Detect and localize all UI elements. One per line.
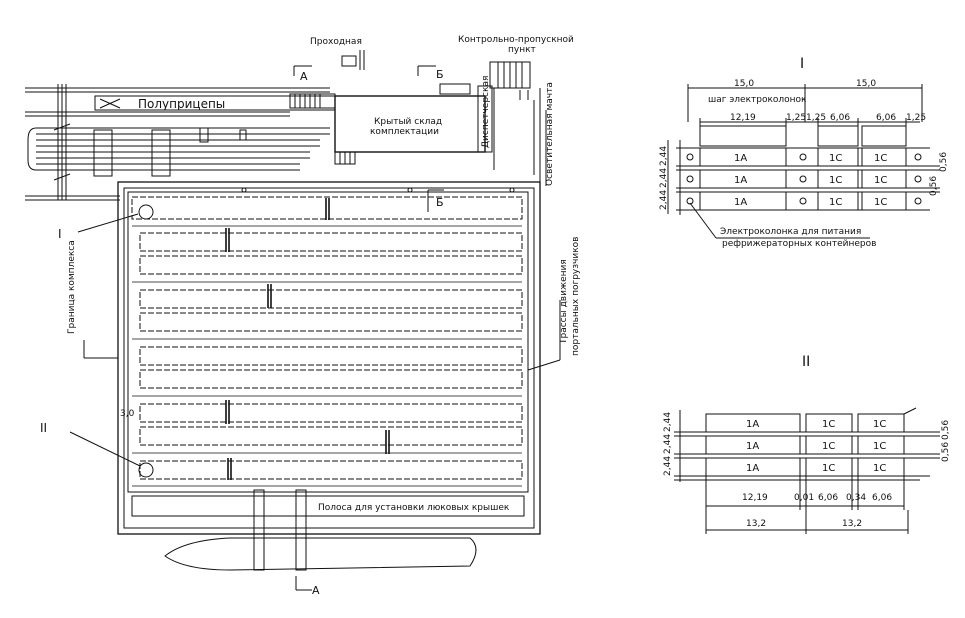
container-rows: [131, 196, 523, 480]
d1-dim-244c: 2,44: [659, 190, 669, 210]
section-b-top: Б: [436, 68, 444, 81]
light-mast-marker: [509, 187, 515, 193]
d2-dim-606a: 6,06: [818, 493, 838, 503]
power-column-icon: [799, 153, 807, 161]
d2-cell-1a: 1А: [746, 441, 759, 452]
d2-dim-132b: 13,2: [842, 519, 862, 529]
section-a-top: А: [300, 70, 308, 83]
light-mast-marker: [241, 187, 247, 193]
warehouse-label-2: комплектации: [370, 127, 439, 137]
detail-2-marker: [138, 462, 154, 478]
d2-dim-056b: 0,56: [941, 442, 951, 462]
power-column-icon: [686, 175, 694, 183]
d1-cell-1a: 1А: [734, 153, 747, 164]
callout-1-label: I: [58, 227, 62, 241]
covered-warehouse: [334, 95, 486, 153]
vessel: [164, 537, 477, 571]
d2-dim-034: 0,34: [846, 493, 866, 503]
hatch-strip-label: Полоса для установки люковых крышек: [318, 503, 510, 513]
d1-dim-606a: 6,06: [830, 113, 850, 123]
power-column-icon: [799, 175, 807, 183]
dim-3-label: 3,0: [120, 409, 135, 419]
d2-cell-1c: 1С: [873, 463, 886, 474]
power-column-icon: [686, 153, 694, 161]
d2-cell-1a: 1А: [746, 463, 759, 474]
light-mast-label: Осветительная мачта: [545, 82, 555, 186]
d1-caption-2: рефрижераторных контейнеров: [722, 239, 876, 249]
detail-2-title: II: [802, 354, 810, 370]
d2-dim-056a: 0,56: [941, 420, 951, 440]
d2-dim-1219: 12,19: [742, 493, 768, 503]
d2-dim-132a: 13,2: [746, 519, 766, 529]
power-column-icon: [914, 197, 922, 205]
d1-step-label: шаг электроколонок: [708, 95, 807, 105]
semitrailers-label: Полуприцепы: [138, 97, 225, 111]
d2-dim-244c: 2,44: [663, 456, 673, 476]
cross-lanes: [225, 198, 390, 480]
power-column-icon: [914, 175, 922, 183]
d1-dim-056b: 0,56: [929, 176, 939, 196]
d1-dim-606b: 6,06: [876, 113, 896, 123]
control-point-label-1: Контрольно-пропускной: [458, 35, 574, 45]
d1-dim-15-left: 15,0: [734, 79, 754, 89]
detail-1-title: I: [800, 56, 804, 72]
d2-dim-606b: 6,06: [872, 493, 892, 503]
routes-label-2: портальных погрузчиков: [571, 237, 581, 356]
control-point-label-2: пункт: [508, 45, 536, 55]
d2-dim-001: 0,01: [794, 493, 814, 503]
d1-dim-15-right: 15,0: [856, 79, 876, 89]
d2-cell-1c: 1С: [822, 419, 835, 430]
yard-inner-road: [123, 187, 535, 529]
d2-cell-1c: 1С: [873, 441, 886, 452]
section-a-bottom: А: [312, 584, 320, 597]
power-column-icon: [799, 197, 807, 205]
d1-cell-1c: 1С: [874, 153, 887, 164]
detail-1: [667, 84, 940, 239]
d2-dim-244a: 2,44: [663, 412, 673, 432]
dispatch-label: Диспетчерская: [481, 76, 491, 148]
power-column-icon: [914, 153, 922, 161]
d2-cell-1c: 1С: [822, 441, 835, 452]
checkpoint-building: [341, 55, 357, 67]
d1-cell-1c: 1С: [874, 175, 887, 186]
d1-cell-1c: 1С: [829, 197, 842, 208]
d1-cell-1c: 1С: [829, 175, 842, 186]
yard-outer-road: [117, 181, 541, 535]
power-column-icon: [686, 197, 694, 205]
pier-left: [253, 489, 265, 571]
section-b-yard: Б: [436, 196, 444, 209]
d2-cell-1c: 1С: [873, 419, 886, 430]
detail-2: [674, 407, 940, 534]
hatch-cover-strip: [131, 495, 525, 517]
d1-dim-125a: 1,25: [786, 113, 806, 123]
warehouse-label-1: Крытый склад: [374, 117, 442, 127]
d1-cell-1a: 1А: [734, 175, 747, 186]
d1-caption-1: Электроколонка для питания: [720, 227, 861, 237]
d1-dim-125b: 1,25: [806, 113, 826, 123]
d1-cell-1c: 1С: [829, 153, 842, 164]
rail-tracks: [27, 127, 330, 177]
d1-dim-056a: 0,56: [939, 152, 949, 172]
d2-cell-1c: 1С: [822, 463, 835, 474]
d2-dim-244b: 2,44: [663, 434, 673, 454]
dispatch-building: [477, 85, 493, 153]
detail-1-marker: [138, 204, 154, 220]
d1-dim-244b: 2,44: [659, 168, 669, 188]
d1-cell-1a: 1А: [734, 197, 747, 208]
d1-dim-244a: 2,44: [659, 146, 669, 166]
d1-dim-125c: 1,25: [906, 113, 926, 123]
checkpoint-label: Проходная: [310, 37, 362, 47]
routes-label-1: Трассы движения: [559, 259, 569, 345]
d1-dim-1219: 12,19: [730, 113, 756, 123]
d2-cell-1a: 1А: [746, 419, 759, 430]
callout-2-label: II: [40, 421, 47, 435]
d1-cell-1c: 1С: [874, 197, 887, 208]
boundary-label: Граница комплекса: [67, 240, 77, 334]
light-mast-marker: [407, 187, 413, 193]
pier-right: [295, 489, 307, 571]
container-yard: [127, 191, 529, 493]
